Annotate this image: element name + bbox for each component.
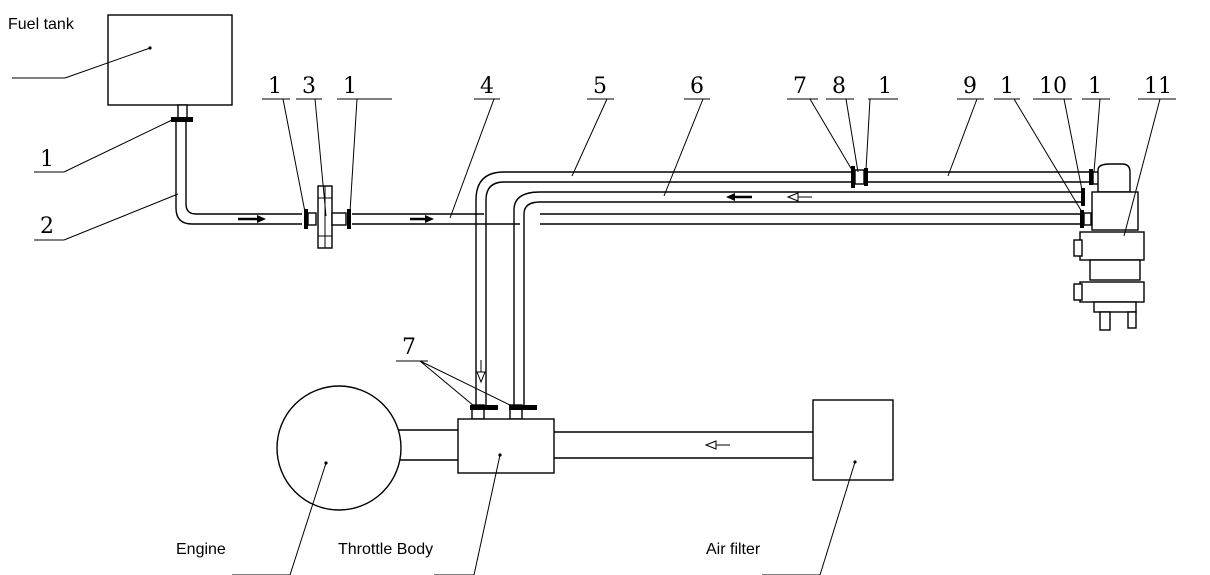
fuel-pipe-5 bbox=[475, 171, 852, 405]
fuel-pipe-2 bbox=[175, 122, 302, 225]
air-filter bbox=[812, 399, 894, 481]
callout-11: 11 bbox=[1144, 74, 1172, 99]
hose-clamp bbox=[171, 117, 193, 122]
throttle-body bbox=[457, 418, 555, 474]
callout-1: 1 bbox=[343, 74, 357, 99]
callout-1: 1 bbox=[268, 74, 282, 99]
callout-1: 1 bbox=[878, 74, 892, 99]
callout-1: 1 bbox=[40, 147, 54, 172]
callout-7: 7 bbox=[793, 74, 807, 99]
fuel-tank-label: Fuel tank bbox=[8, 16, 75, 33]
air-filter-label: Air filter bbox=[706, 541, 761, 558]
fuel-pipe-6 bbox=[513, 191, 1082, 405]
engine-label: Engine bbox=[176, 541, 226, 558]
callout-8: 8 bbox=[832, 74, 846, 99]
fuel-pump-cap bbox=[1097, 163, 1131, 193]
fuel-pump-body bbox=[1091, 191, 1139, 231]
callout-1: 1 bbox=[1000, 74, 1014, 99]
callout-9: 9 bbox=[963, 74, 977, 99]
fuel-tank-box bbox=[107, 14, 233, 106]
callout-5: 5 bbox=[593, 74, 607, 99]
engine bbox=[276, 385, 402, 511]
callout-10: 10 bbox=[1039, 74, 1067, 99]
throttle-body-label: Throttle Body bbox=[338, 541, 433, 558]
callout-1: 1 bbox=[1088, 74, 1102, 99]
callout-2: 2 bbox=[40, 214, 54, 239]
callout-3: 3 bbox=[302, 74, 316, 99]
callout-7: 7 bbox=[402, 335, 416, 360]
callout-6: 6 bbox=[690, 74, 704, 99]
callout-4: 4 bbox=[480, 74, 494, 99]
